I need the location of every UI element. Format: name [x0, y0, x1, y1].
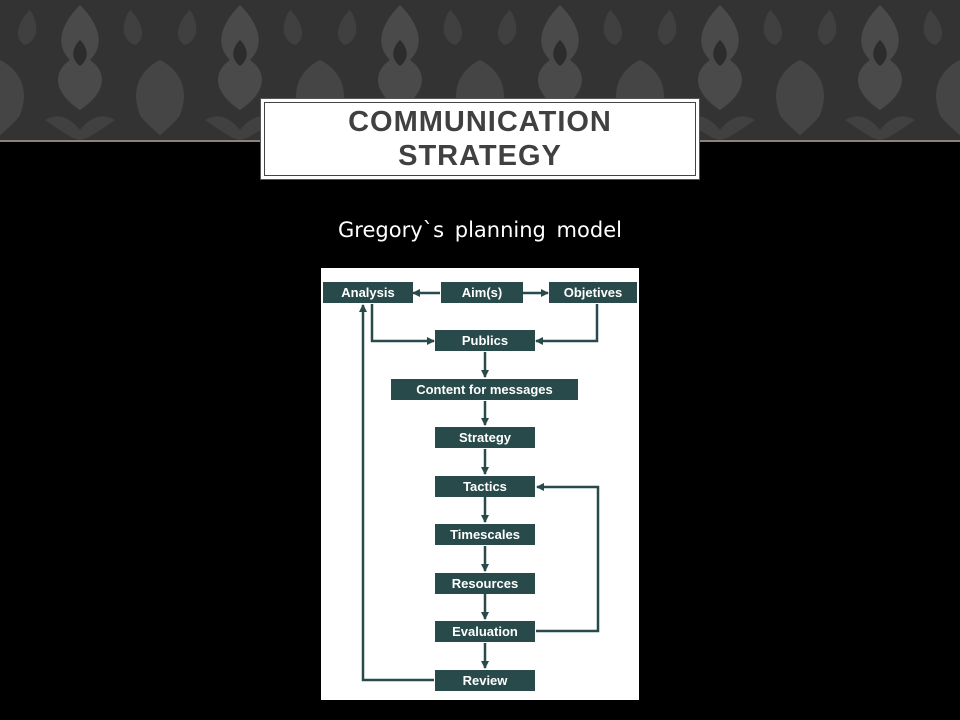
node-review: Review — [435, 670, 535, 691]
title-box: COMMUNICATION STRATEGY — [260, 98, 700, 180]
node-publics: Publics — [435, 330, 535, 351]
node-analysis: Analysis — [323, 282, 413, 303]
node-resources: Resources — [435, 573, 535, 594]
diagram-connectors — [359, 289, 600, 682]
arrow-analysis-publics — [370, 304, 435, 345]
node-aims: Aim(s) — [441, 282, 523, 303]
node-tactics: Tactics — [435, 476, 535, 497]
arrow-objectives-publics — [535, 304, 599, 345]
node-objectives: Objetives — [549, 282, 637, 303]
slide-subtitle: Gregory`s planning model — [338, 218, 622, 242]
title-inner-border — [264, 102, 696, 176]
arrow-review-analysis — [359, 304, 434, 682]
node-evaluation: Evaluation — [435, 621, 535, 642]
slide-title: COMMUNICATION STRATEGY — [348, 106, 612, 172]
planning-model-diagram: Analysis Aim(s) Objetives Publics Conten… — [321, 268, 639, 700]
node-content-for-messages: Content for messages — [391, 379, 578, 400]
node-strategy: Strategy — [435, 427, 535, 448]
node-timescales: Timescales — [435, 524, 535, 545]
arrow-evaluation-tactics — [536, 483, 600, 633]
